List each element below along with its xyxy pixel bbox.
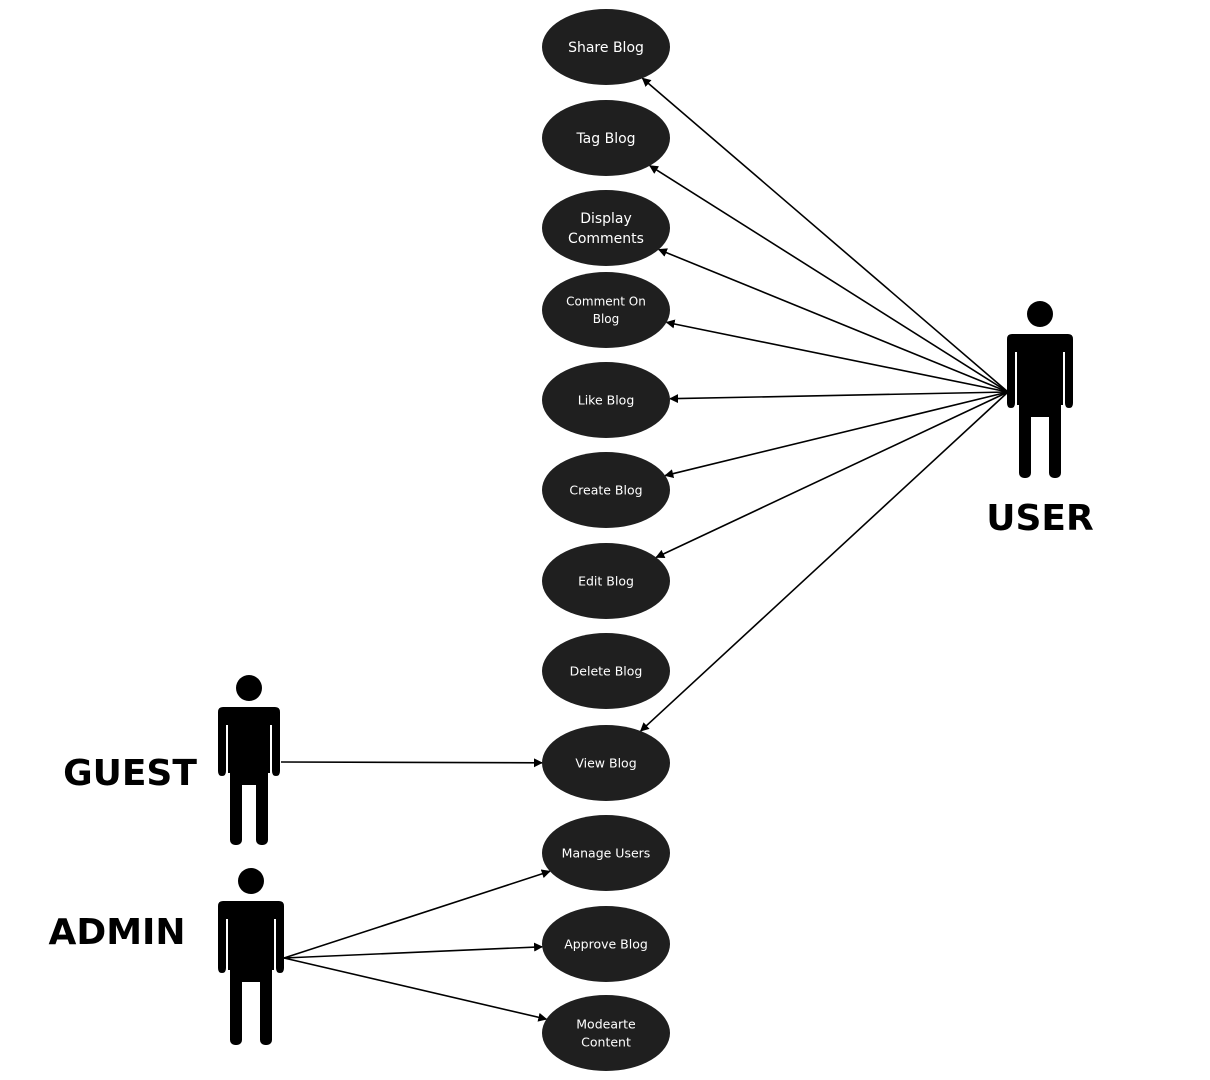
use-case-ellipse	[542, 906, 670, 982]
use-case-label: Content	[581, 1034, 631, 1049]
association-guest-to-view-blog	[280, 758, 543, 768]
use-case-ellipse	[542, 725, 670, 801]
use-case-label: Like Blog	[578, 392, 635, 407]
use-case-approve-blog: Approve Blog	[542, 906, 670, 982]
association-admin-to-moderate-content	[283, 957, 548, 1022]
association-user-to-like-blog	[669, 391, 1009, 404]
actor-user: USER	[986, 301, 1094, 539]
use-case-edit-blog: Edit Blog	[542, 543, 670, 619]
associations-layer	[280, 77, 1009, 1022]
association-user-to-tag-blog	[649, 165, 1009, 393]
use-case-label: Manage Users	[562, 845, 651, 860]
use-case-label: Display	[580, 211, 632, 227]
use-case-ellipse	[542, 995, 670, 1071]
use-case-label: Modearte	[576, 1016, 636, 1031]
use-case-ellipse	[542, 9, 670, 85]
use-case-ellipse	[542, 100, 670, 176]
use-case-ellipse	[542, 633, 670, 709]
use-case-view-blog: View Blog	[542, 725, 670, 801]
actor-label-user: USER	[986, 498, 1093, 539]
use-case-ellipse	[542, 190, 670, 266]
use-case-ellipse	[542, 452, 670, 528]
association-user-to-view-blog	[639, 391, 1009, 732]
use-case-label: Share Blog	[568, 40, 644, 56]
use-case-label: Delete Blog	[570, 663, 643, 678]
association-admin-to-manage-users	[283, 869, 551, 959]
use-case-tag-blog: Tag Blog	[542, 100, 670, 176]
use-case-ellipse	[542, 362, 670, 438]
use-case-label: Create Blog	[569, 482, 642, 497]
use-case-label: Edit Blog	[578, 573, 634, 588]
use-case-label: Tag Blog	[575, 131, 635, 147]
actor-admin: ADMIN	[48, 868, 284, 1045]
use-case-delete-blog: Delete Blog	[542, 633, 670, 709]
use-case-like-blog: Like Blog	[542, 362, 670, 438]
association-user-to-share-blog	[641, 77, 1009, 393]
association-user-to-comment-on-blog	[665, 319, 1009, 393]
use-case-label: Blog	[593, 312, 620, 326]
use-case-create-blog: Create Blog	[542, 452, 670, 528]
use-case-share-blog: Share Blog	[542, 9, 670, 85]
association-user-to-edit-blog	[655, 391, 1009, 559]
association-admin-to-approve-blog	[283, 942, 544, 959]
use-case-label: View Blog	[575, 755, 636, 770]
use-case-label: Comments	[568, 231, 644, 247]
use-case-manage-users: Manage Users	[542, 815, 670, 891]
use-case-ellipse	[542, 815, 670, 891]
association-user-to-display-comments	[657, 248, 1009, 393]
use-case-label: Approve Blog	[564, 936, 648, 951]
person-icon	[1007, 301, 1073, 478]
actor-label-guest: GUEST	[63, 753, 197, 794]
association-user-to-create-blog	[664, 391, 1009, 479]
use-case-comment-on-blog: Comment On Blog	[542, 272, 670, 348]
person-icon	[218, 675, 280, 845]
use-case-ellipse	[542, 272, 670, 348]
use-case-label: Comment On	[566, 295, 646, 309]
actor-guest: GUEST	[63, 675, 280, 845]
actors-layer: USER GUEST ADMIN	[48, 301, 1094, 1045]
actor-label-admin: ADMIN	[48, 912, 185, 953]
person-icon	[218, 868, 284, 1045]
use-case-ellipse	[542, 543, 670, 619]
